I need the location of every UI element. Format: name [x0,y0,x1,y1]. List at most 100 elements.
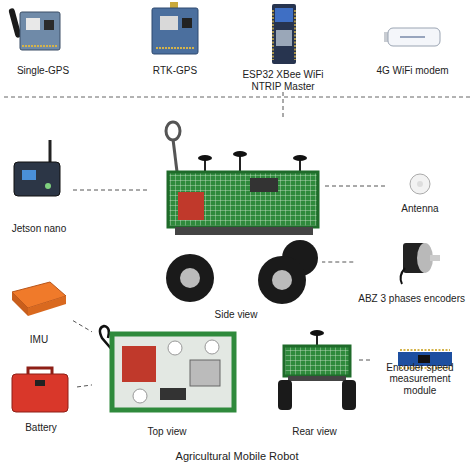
cart-side-view [299,160,301,172]
cart-top-view [112,334,234,410]
component-box: Top view [92,322,242,437]
component-label: Antenna [399,203,440,215]
component-label: Side view [213,309,260,321]
component-label: RTK-GPS [151,65,199,77]
single-gps-board [20,12,60,50]
dashed-connector [77,385,92,387]
dashed-connector [73,321,92,332]
cart-side-view [166,254,214,302]
imu-box [28,296,66,316]
component-box: ESP32 XBee WiFi NTRIP Master [235,2,331,92]
cart-top-view [122,346,156,382]
cart-top-view [133,389,147,403]
component-label: Rear view [290,426,338,438]
battery-case [28,368,52,374]
component-box: Battery [5,365,77,433]
component-label: 4G WiFi modem [374,65,450,77]
separator-line [4,97,470,98]
component-box: Rear view [272,330,357,437]
cart-top-view [100,326,234,410]
cart-side-view [180,268,200,288]
jetson-nano [45,183,51,189]
cart-rear-view [342,380,356,410]
gnss-antenna [410,174,430,194]
esp32-board [272,4,296,64]
component-label: Encoder speed measurement module [370,362,470,397]
component-label: Battery [23,422,59,434]
encoder-icon [430,255,440,261]
component-box: Antenna [385,168,455,214]
component-label: Jetson nano [10,223,69,235]
cart-side-view [166,122,180,140]
dashed-connector [357,360,370,361]
jetson-nano [22,170,36,180]
rtk-gps-board [182,18,192,28]
esp32-board [272,4,296,64]
battery-case [12,368,68,412]
component-box: 4G WiFi modem [371,20,453,76]
gnss-antenna [417,181,423,187]
component-label: Single-GPS [15,65,71,77]
cart-side-view [272,270,292,290]
jetson-nano [14,140,60,196]
dashed-connector [322,262,353,263]
component-label: ABZ 3 phases encoders [356,293,467,305]
component-label: ESP32 XBee WiFi NTRIP Master [235,69,331,92]
cart-side-view [258,256,306,304]
esp32-board [273,10,295,60]
jetson-nano [14,162,60,196]
cart-rear-view [310,330,324,336]
gnss-antenna [410,174,430,194]
jetson-nano [49,140,52,162]
cart-side-view [250,178,278,192]
cart-side-view [198,155,212,161]
cart-rear-view [316,335,318,346]
rtk-gps-board [152,2,198,54]
cart-side-view [239,156,241,172]
cart-rear-view [278,330,356,410]
cart-side-view [178,192,204,220]
component-box: Side view [150,118,322,320]
esp32-board [276,30,292,46]
component-label: Top view [146,426,189,438]
esp32-board [275,8,293,22]
cart-rear-view [288,376,346,381]
component-box: Single-GPS [8,4,78,76]
component-box: RTK-GPS [140,4,210,76]
battery-case [35,380,45,386]
dashed-connector [283,92,284,118]
cart-top-view [168,341,182,355]
cart-side-view [293,155,307,161]
encoder-icon [401,268,405,284]
component-box: ABZ 3 phases encoders [353,232,470,304]
wifi-modem [384,28,440,46]
battery-case [12,374,68,412]
component-box: Encoder speed measurement module [370,340,470,396]
figure-caption: Agricultural Mobile Robot [0,450,474,462]
cart-rear-view [284,346,350,376]
rtk-gps-board [156,47,194,49]
rtk-gps-board [152,8,198,54]
component-box: Jetson nano [5,132,73,234]
single-gps-board [44,20,54,30]
single-gps-board [22,45,58,47]
wifi-modem [400,36,425,38]
cart-side-view [204,160,206,172]
single-gps-board [8,8,60,50]
single-gps-board [26,18,40,30]
imu-box [12,282,66,316]
rtk-gps-board [160,16,178,30]
cart-top-view [205,340,219,354]
component-label: IMU [28,334,50,346]
cart-side-view [166,122,318,304]
dashed-connector [73,190,150,191]
encoder-icon [401,243,440,284]
cart-top-view [190,360,220,386]
cart-side-view [168,172,318,227]
cart-side-view [233,151,247,157]
wifi-modem [388,28,440,46]
cart-rear-view [278,380,292,410]
dashed-connector [322,186,385,187]
imu-box [12,292,28,316]
